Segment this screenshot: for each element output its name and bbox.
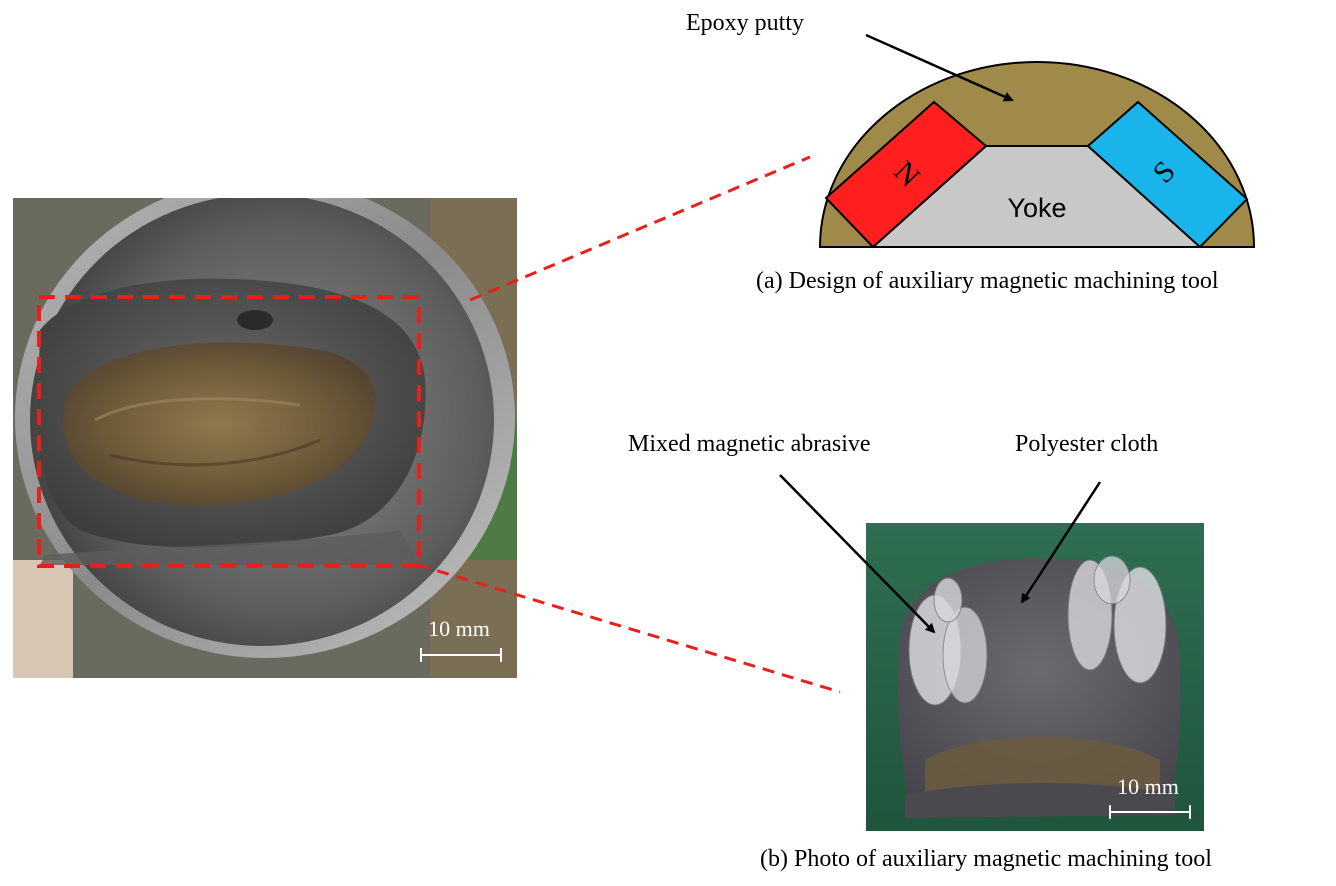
hand-shape — [13, 560, 73, 678]
photo-caption: (b) Photo of auxiliary magnetic machinin… — [760, 846, 1212, 872]
design-diagram: N S Yoke — [818, 61, 1256, 249]
abrasive-callout: Mixed magnetic abrasive — [628, 431, 871, 457]
epoxy-putty-callout: Epoxy putty — [686, 10, 804, 36]
magnet-bolt — [237, 310, 273, 330]
abrasive-cluster-left — [908, 577, 988, 706]
tool-epoxy-visible — [925, 736, 1160, 795]
tool-photo — [866, 523, 1204, 831]
yoke-label: Yoke — [1007, 193, 1066, 223]
pole-n-magnet — [824, 100, 988, 249]
tool-scale-bar — [1109, 805, 1191, 819]
pipe-scale-bar-label: 10 mm — [428, 616, 490, 641]
cloth-callout: Polyester cloth — [1015, 431, 1159, 457]
abrasive-cluster-right — [1067, 555, 1167, 684]
zoom-line-to-design — [469, 155, 811, 302]
zoom-line-to-photo — [417, 563, 841, 694]
design-caption: (a) Design of auxiliary magnetic machini… — [756, 268, 1219, 294]
epoxy-body — [63, 342, 376, 506]
abrasive-callout-arrow — [779, 474, 936, 634]
zoom-rectangle — [37, 295, 421, 568]
pole-s-magnet — [1086, 100, 1249, 249]
pipe-scale-bar — [420, 648, 502, 662]
tool-scale-bar-label: 10 mm — [1117, 774, 1179, 799]
pipe-photo — [13, 198, 517, 678]
epoxy-callout-arrow — [865, 33, 1014, 102]
cloth-callout-arrow — [1020, 481, 1102, 604]
